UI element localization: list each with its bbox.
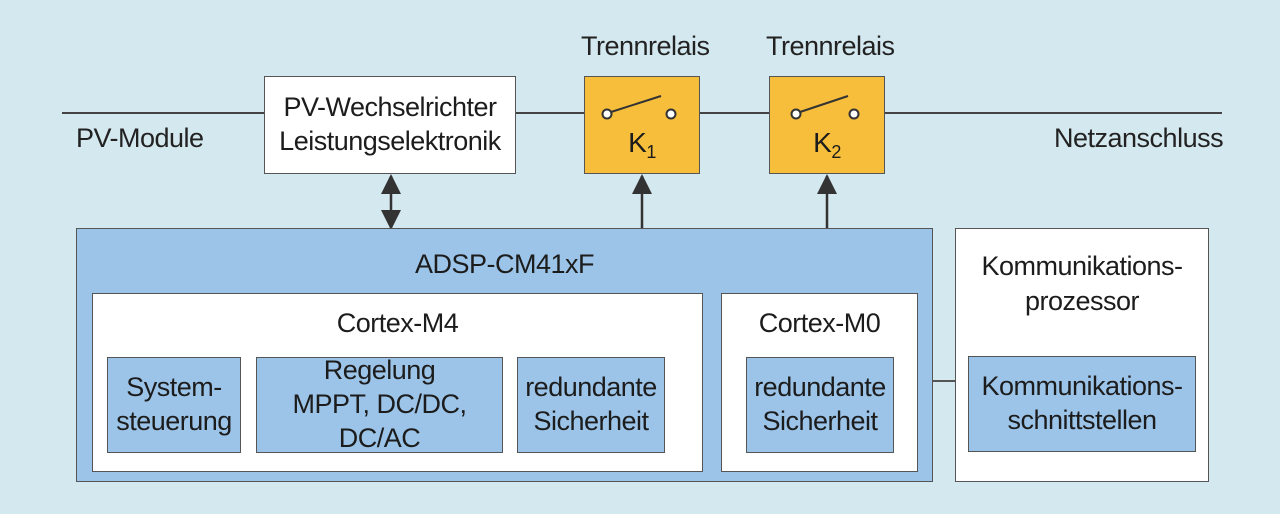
pv-inverter-box: PV-Wechselrichter Leistungselektronik <box>264 76 516 174</box>
adsp-title: ADSP-CM41xF <box>414 249 595 279</box>
inverter-line2: Leistungselektronik <box>279 126 501 156</box>
switch-icon <box>601 95 677 120</box>
netzanschluss-label: Netzanschluss <box>1054 123 1224 153</box>
inverter-line1: PV-Wechselrichter <box>283 92 497 123</box>
cortex-m0-title: Cortex-M0 <box>758 308 881 338</box>
relay-k2-label: K2 <box>813 127 841 162</box>
m0-redundant-safety-block: redundante Sicherheit <box>746 357 894 453</box>
trennrelais-2-label: Trennrelais <box>766 31 895 61</box>
regelung-block: Regelung MPPT, DC/DC, DC/AC <box>256 355 503 453</box>
cortex-m4-title: Cortex-M4 <box>336 308 459 338</box>
comm-processor-title: Kommunikations- prozessor <box>981 251 1183 317</box>
cortex-m4-container: Cortex-M4 System- steuerung Regelung MPP… <box>92 293 703 472</box>
relay-k1: K1 <box>584 76 700 174</box>
comm-interfaces-block: Kommunikations- schnittstellen <box>968 356 1196 452</box>
switch-icon <box>790 95 860 120</box>
adsp-block: ADSP-CM41xF Cortex-M4 System- steuerung … <box>76 228 933 482</box>
relay-k2: K2 <box>769 76 885 174</box>
cortex-m0-container: Cortex-M0 redundante Sicherheit <box>721 293 918 472</box>
relay-k1-label: K1 <box>628 127 656 162</box>
systemsteuerung-block: System- steuerung <box>107 357 241 453</box>
m4-redundant-safety-block: redundante Sicherheit <box>517 357 665 453</box>
trennrelais-1-label: Trennrelais <box>581 31 710 61</box>
comm-processor-container: Kommunikations- prozessor Kommunikations… <box>955 228 1209 482</box>
pv-module-label: PV-Module <box>76 123 204 153</box>
